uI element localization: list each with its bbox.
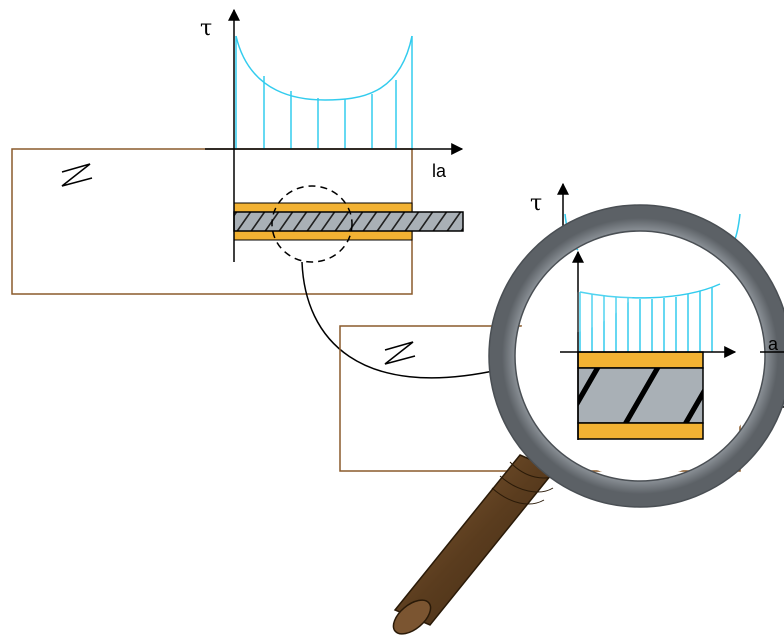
connector-curve	[301, 261, 499, 379]
magnified-bar	[577, 367, 704, 424]
la-axis-label: la	[432, 161, 447, 181]
bond-stress-distribution	[235, 35, 413, 149]
magnifying-glass-icon: a	[392, 204, 784, 635]
magnifier-ring	[489, 205, 784, 507]
detail-circle	[271, 185, 353, 263]
tau-axis-label-zoom: τ	[530, 191, 542, 216]
la-axis-label-zoom: a	[768, 334, 779, 354]
magnified-bond-top	[577, 351, 704, 369]
magnifier-handle	[392, 454, 561, 635]
reinforcing-bar	[233, 211, 464, 232]
break-line-symbol	[61, 163, 93, 187]
magnified-stress-distribution	[579, 283, 721, 352]
magnified-bond-bottom	[577, 422, 704, 440]
bond-layer-top	[233, 202, 413, 213]
magnified-detail	[518, 234, 762, 478]
main-diagram: τ la	[11, 8, 499, 379]
tau-axis-label: τ	[200, 16, 212, 41]
break-line-symbol-zoom	[384, 341, 416, 365]
bond-layer-bottom	[233, 230, 413, 241]
